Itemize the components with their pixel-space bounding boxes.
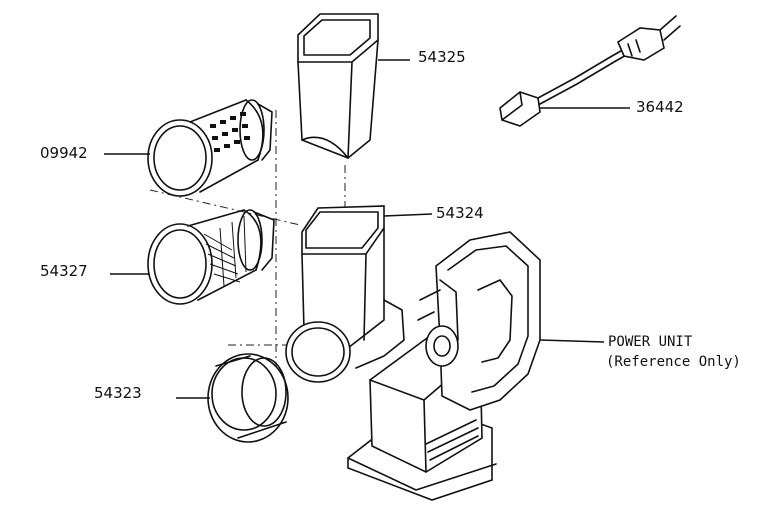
power-unit-label: POWER UNIT [608, 334, 693, 350]
part-number-end-cap: 54323 [94, 384, 142, 402]
power-unit [347, 231, 541, 501]
part-number-housing: 54324 [436, 204, 484, 222]
funnel-tube [297, 13, 379, 159]
part-number-funnel: 54325 [418, 48, 466, 66]
power-cord [499, 15, 681, 127]
part-number-slicer-cone: 54327 [40, 262, 88, 280]
leader-housing [383, 213, 433, 217]
housing [285, 205, 405, 383]
leader-lines [104, 59, 630, 399]
slicer-cone [147, 209, 275, 305]
shredder-cone [147, 99, 273, 197]
part-number-shredder-cone: 09942 [40, 144, 88, 162]
part-number-power-cord: 36442 [636, 98, 684, 116]
end-cap [207, 353, 289, 443]
leader-power-unit [539, 339, 605, 343]
power-unit-note: (Reference Only) [606, 354, 741, 370]
